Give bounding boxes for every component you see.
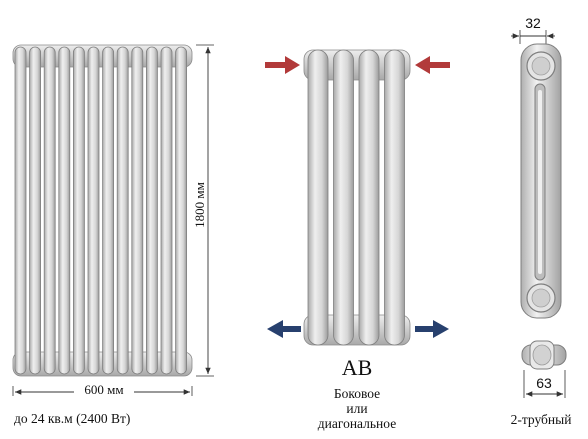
front-tube-11 [160, 46, 173, 375]
connection-view: АВ Боковое или диагональное [265, 49, 450, 431]
connection-letters: АВ [342, 355, 373, 380]
connection-caption-3: диагональное [318, 416, 396, 431]
front-tube-2 [29, 46, 42, 375]
front-tube-9 [131, 46, 144, 375]
conn-bottom-header [303, 314, 411, 346]
connection-caption-1: Боковое [334, 386, 380, 401]
conn-tube-2 [333, 49, 354, 346]
front-tube-8 [116, 46, 129, 375]
front-tube-1 [14, 46, 27, 375]
outlet-arrow-right [415, 320, 449, 338]
front-tube-7 [102, 46, 114, 375]
conn-tube-3 [358, 49, 380, 346]
side-view: 32 63 2-трубный [511, 15, 572, 427]
front-tube-5 [73, 46, 85, 375]
front-tube-6 [87, 46, 100, 375]
side-cross-section [521, 340, 567, 370]
inlet-arrow-left [265, 56, 300, 74]
outlet-arrow-left [267, 320, 301, 338]
height-label: 1800 мм [192, 182, 207, 228]
side-caption: 2-трубный [511, 412, 572, 427]
inlet-arrow-right [415, 56, 450, 74]
side-top-dim-label: 32 [525, 15, 541, 31]
conn-top-header [303, 49, 411, 81]
front-tube-3 [43, 46, 56, 375]
front-tube-4 [58, 46, 71, 375]
conn-tube-1 [307, 49, 329, 346]
width-label: 600 мм [84, 382, 123, 397]
connection-caption-2: или [346, 401, 367, 416]
front-tube-12 [175, 46, 188, 375]
front-caption: до 24 кв.м (2400 Вт) [14, 411, 130, 426]
front-tubes [14, 46, 188, 375]
conn-tube-4 [384, 49, 405, 346]
front-view: 600 мм 1800 мм до 24 кв.м (2400 Вт) [12, 44, 214, 426]
front-tube-10 [145, 46, 158, 375]
side-bottom-dim-label: 63 [536, 375, 552, 391]
conn-tubes [307, 49, 405, 346]
